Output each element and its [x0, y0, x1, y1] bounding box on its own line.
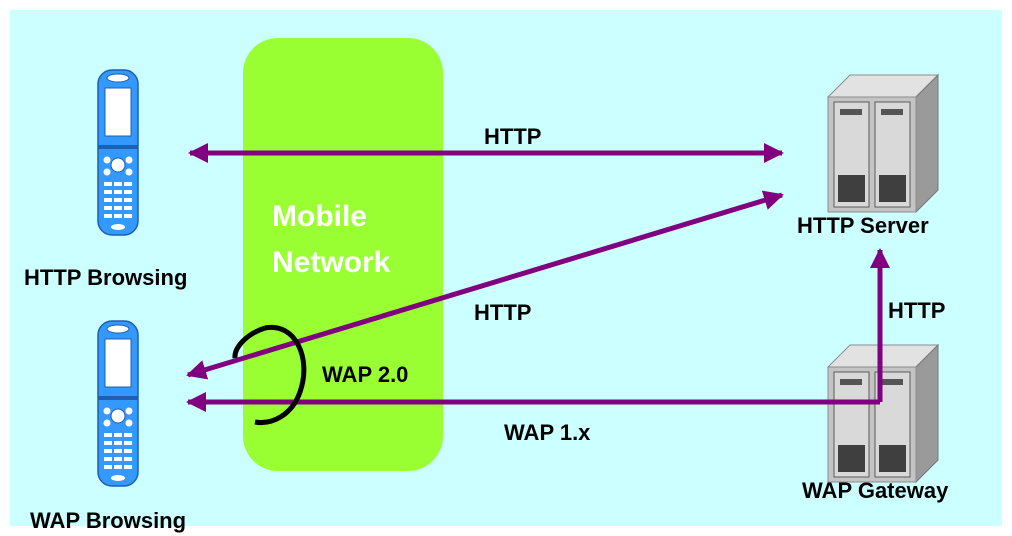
- http-label-top: HTTP: [484, 124, 541, 149]
- http-label-right: HTTP: [888, 298, 945, 323]
- mobile-phone-icon: [97, 69, 139, 236]
- http-label-middle: HTTP: [474, 300, 531, 325]
- wap2-loop-back: [232, 325, 266, 359]
- wap2-loop: [254, 324, 307, 426]
- http-arrow-diagonal: [186, 190, 784, 380]
- mobile-network-label-line1: Mobile: [272, 200, 367, 233]
- http-server-label: HTTP Server: [797, 213, 929, 238]
- wap2-label: WAP 2.0: [322, 362, 408, 387]
- wap1-label: WAP 1.x: [504, 420, 591, 445]
- mobile-phone-icon: [97, 320, 139, 487]
- wap-browsing-label: WAP Browsing: [30, 508, 186, 533]
- server-icon: [827, 74, 939, 213]
- mobile-network-label-line2: Network: [272, 246, 391, 279]
- http-browsing-label: HTTP Browsing: [24, 265, 187, 290]
- wap-gateway-label: WAP Gateway: [802, 478, 949, 503]
- server-icon: [827, 344, 939, 483]
